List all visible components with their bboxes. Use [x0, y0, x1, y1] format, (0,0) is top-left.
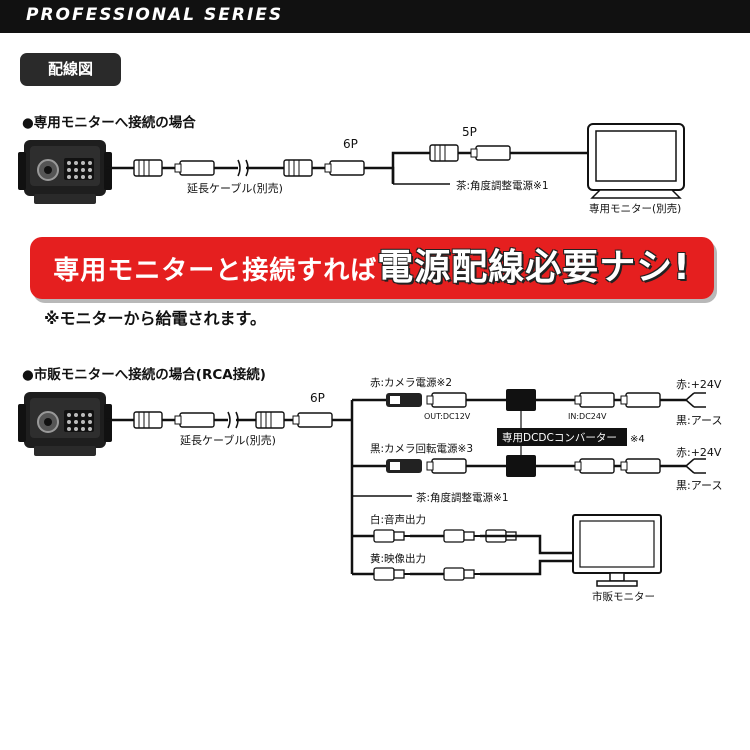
out-dc12v-plug [426, 392, 467, 408]
black-power-connector [386, 459, 422, 473]
video-rca-male [373, 567, 411, 581]
red-plus24v-2: 赤:+24V [676, 446, 722, 459]
section2-socket-6p [292, 412, 333, 428]
series-title: PROFESSIONAL SERIES [26, 5, 284, 25]
dc24v-socket-1 [620, 392, 661, 408]
audio-rca-male [373, 529, 411, 543]
banner-part2: 電源配線必要ナシ! [377, 247, 691, 288]
section2-monitor-label: 市販モニター [592, 590, 655, 603]
white-audio-label: 白:音声出力 [370, 513, 426, 526]
section2-brown-wire: 茶:角度調整電源※1 [416, 491, 509, 504]
black-earth-2: 黒:アース [676, 479, 723, 492]
section2-monitor [572, 514, 662, 587]
section2-extension-cable: 延長ケーブル(別売) [180, 433, 276, 447]
red-plus24v-1: 赤:+24V [676, 378, 722, 391]
section1-label-6p: 6P [343, 137, 358, 151]
terminal-1 [685, 392, 706, 408]
dcdc-converter-2 [506, 455, 536, 477]
in-dc24v-plug [574, 392, 615, 408]
section1-plug-b [283, 159, 313, 177]
in-dc24v-plug-2 [574, 458, 615, 474]
section1-extension-cable: 延長ケーブル(別売) [187, 181, 283, 195]
out-dc12v-plug-2 [426, 458, 467, 474]
red-camera-power-label: 赤:カメラ電源※2 [370, 376, 452, 389]
video-rca-mid [443, 567, 481, 581]
section1-camera [17, 139, 113, 205]
black-rotation-power-label: 黒:カメラ回転電源※3 [370, 442, 473, 455]
header-bar: PROFESSIONAL SERIES [0, 0, 750, 33]
wiring-diagram-tag: 配線図 [20, 53, 121, 86]
section1-monitor-label: 専用モニター(別売) [589, 202, 681, 215]
section2-plug-a [133, 411, 163, 429]
banner-part1: 専用モニターと接続すれば [53, 256, 378, 286]
black-earth-1: 黒:アース [676, 414, 723, 427]
section2-title: ●市販モニターへ接続の場合(RCA接続) [22, 367, 266, 383]
section1-socket-a [174, 160, 215, 176]
audio-rca-mid [443, 529, 481, 543]
banner-text: 専用モニターと接続すれば電源配線必要ナシ! [30, 237, 714, 299]
out-dc12v-label: OUT:DC12V [424, 412, 471, 421]
promo-banner: 専用モニターと接続すれば電源配線必要ナシ! [30, 237, 714, 299]
section1-plug-a [133, 159, 163, 177]
section1-monitor [587, 123, 685, 199]
section1-socket-6p [324, 160, 365, 176]
terminal-2 [685, 458, 706, 474]
converter-label-box [497, 428, 627, 446]
yellow-video-label: 黄:映像出力 [370, 552, 426, 565]
section1-plug-5p [429, 144, 459, 162]
section1-socket-5p [470, 145, 511, 161]
in-dc24v-label: IN:DC24V [568, 412, 607, 421]
dcdc-converter-1 [506, 389, 536, 411]
section1-title: ●専用モニターへ接続の場合 [22, 115, 196, 131]
converter-note: ※4 [630, 434, 645, 445]
power-note: ※モニターから給電されます。 [44, 309, 266, 328]
dc24v-socket-2 [620, 458, 661, 474]
section1-label-5p: 5P [462, 125, 477, 139]
section2-plug-b [255, 411, 285, 429]
section2-camera [17, 391, 113, 457]
converter-label: 専用DCDCコンバーター [502, 432, 617, 444]
section1-brown-wire: 茶:角度調整電源※1 [456, 179, 549, 192]
red-power-connector [386, 393, 422, 407]
section2-socket-a [174, 412, 215, 428]
section2-label-6p: 6P [310, 391, 325, 405]
